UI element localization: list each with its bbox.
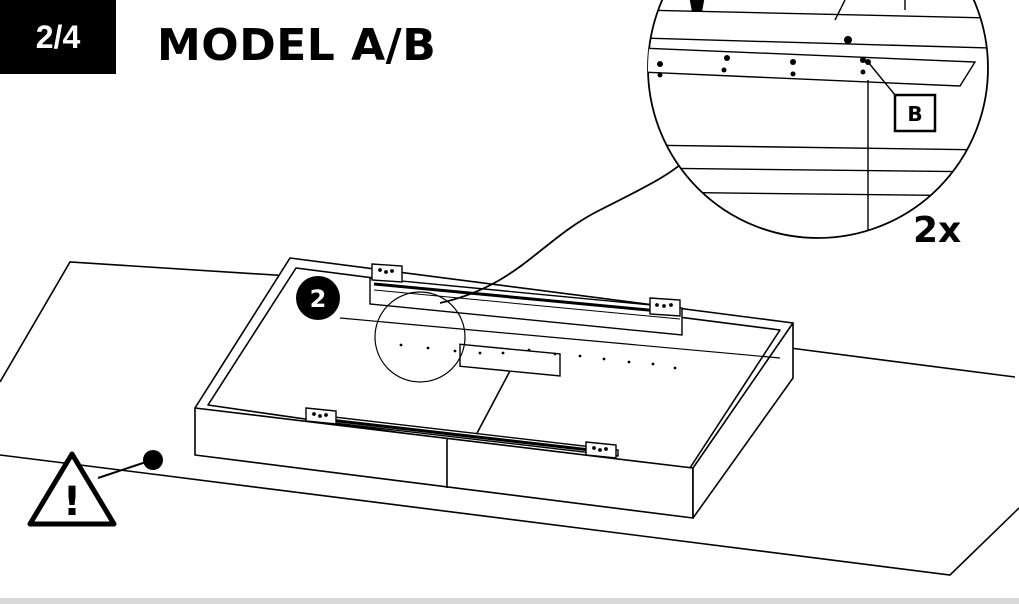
magnified-detail: B	[647, 0, 989, 239]
front-rail	[305, 407, 619, 459]
part-label-text: B	[907, 102, 922, 126]
screw-hole-dots	[399, 343, 677, 370]
step-number-text: 2	[310, 285, 327, 313]
detail-circle	[374, 291, 466, 383]
part-label-box	[893, 93, 937, 133]
warning-symbol: !	[63, 479, 81, 525]
step-number-marker: 2	[296, 276, 340, 320]
step-badge: 2/4	[0, 0, 116, 74]
page-title: MODEL A/B	[157, 20, 437, 71]
step-badge-label: 2/4	[35, 18, 81, 55]
bottom-bar	[0, 598, 1019, 604]
quantity-multiplier: 2x	[913, 210, 962, 251]
warning-icon: !	[27, 450, 163, 527]
screws	[657, 36, 871, 78]
detail-leader-line	[439, 149, 696, 304]
rear-rail	[369, 263, 683, 377]
